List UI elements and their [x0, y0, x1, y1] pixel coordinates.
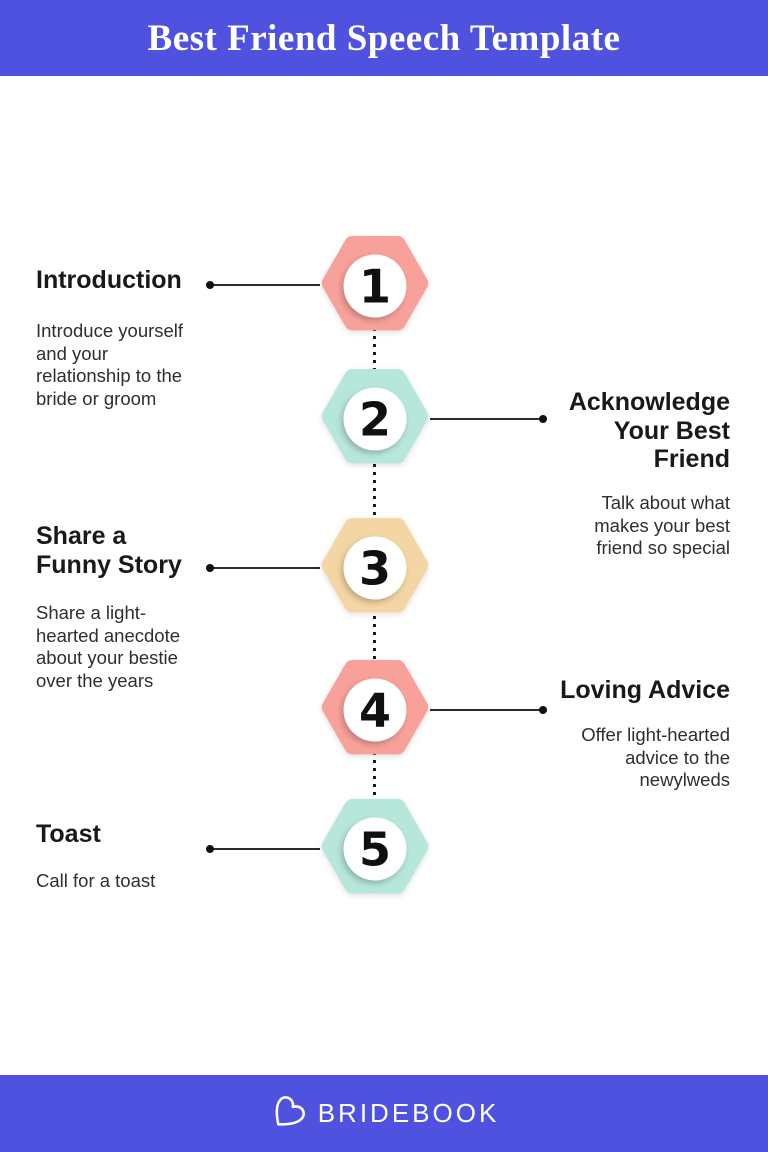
connector-line: [213, 284, 320, 286]
page-title: Best Friend Speech Template: [147, 17, 621, 59]
step-5-hexagon: 5: [319, 797, 431, 901]
step-number-badge: 4: [343, 678, 407, 742]
step-2-hexagon: 2: [319, 367, 431, 471]
step-number-badge: 3: [343, 536, 407, 600]
step-4-title: Loving Advice: [560, 676, 730, 704]
step-1-hexagon: 1: [319, 234, 431, 338]
connector-line: [430, 709, 540, 711]
step-3-title: Share a Funny Story: [36, 522, 182, 579]
connector-dot: [206, 564, 214, 572]
step-4-hexagon: 4: [319, 658, 431, 762]
connector-dot: [539, 415, 547, 423]
connector-dot: [206, 281, 214, 289]
step-5-description: Call for a toast: [36, 870, 156, 891]
step-4-description: Offer light-hearted advice to the newylw…: [581, 724, 730, 791]
connector-dot: [206, 845, 214, 853]
step-1-title: Introduction: [36, 266, 182, 294]
connector-line: [213, 567, 320, 569]
footer-banner: BRIDEBOOK: [0, 1075, 768, 1152]
connector-line: [213, 848, 320, 850]
bridebook-heart-logo-icon: [275, 1095, 305, 1126]
connector-dot: [539, 706, 547, 714]
step-number-badge: 5: [343, 817, 407, 881]
step-3-description: Share a light- hearted anecdote about yo…: [36, 602, 181, 691]
step-number-badge: 2: [343, 387, 407, 451]
step-number-badge: 1: [343, 254, 407, 318]
brand-name: BRIDEBOOK: [317, 1098, 500, 1128]
step-2-title: Acknowledge Your Best Friend: [568, 388, 730, 473]
step-1-description: Introduce yourself and your relationship…: [36, 320, 184, 409]
step-2-description: Talk about what makes your best friend s…: [594, 492, 730, 559]
step-5-title: Toast: [36, 820, 101, 848]
step-3-hexagon: 3: [319, 516, 431, 620]
connector-line: [430, 418, 540, 420]
header-banner: Best Friend Speech Template: [0, 0, 768, 76]
